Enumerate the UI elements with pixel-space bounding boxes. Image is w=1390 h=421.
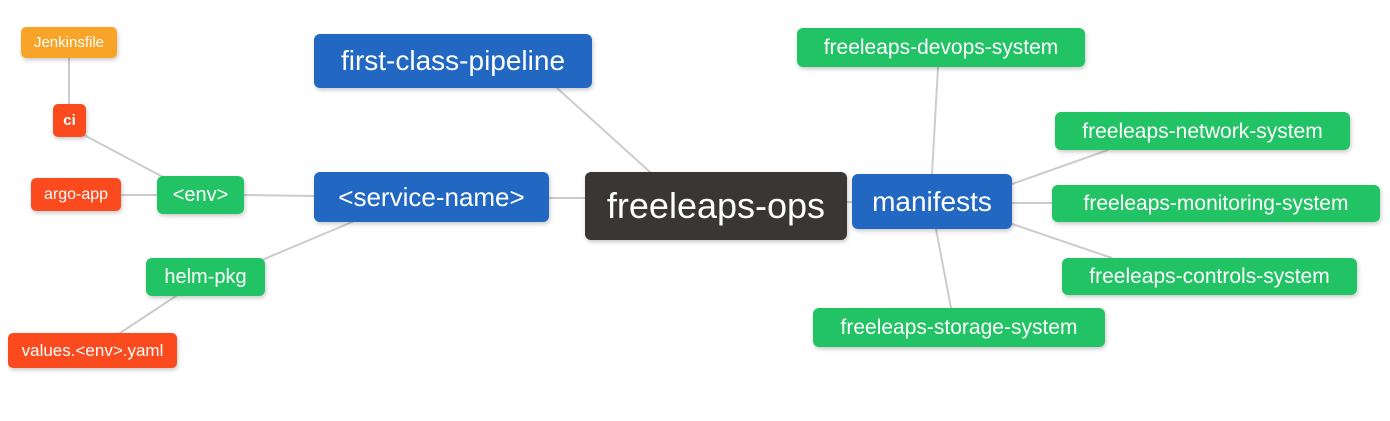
node-freeleaps-storage-system[interactable]: freeleaps-storage-system	[813, 308, 1105, 347]
node-freeleaps-controls-system[interactable]: freeleaps-controls-system	[1062, 258, 1357, 295]
node-ci[interactable]: ci	[53, 104, 86, 137]
node-env[interactable]: <env>	[157, 176, 244, 214]
node-freeleaps-ops[interactable]: freeleaps-ops	[585, 172, 847, 240]
edge-manifests-network	[1011, 149, 1109, 185]
node-service-name[interactable]: <service-name>	[314, 172, 549, 222]
edge-helm-pkg-service-name	[261, 221, 353, 261]
edge-env-service-name	[243, 194, 315, 197]
node-argo-app[interactable]: argo-app	[31, 178, 121, 211]
node-helm-pkg[interactable]: helm-pkg	[146, 258, 265, 296]
edge-manifests-controls	[1011, 223, 1113, 259]
node-manifests[interactable]: manifests	[852, 174, 1012, 229]
node-freeleaps-network-system[interactable]: freeleaps-network-system	[1055, 112, 1350, 150]
node-freeleaps-monitoring-system[interactable]: freeleaps-monitoring-system	[1052, 185, 1380, 222]
edge-ci-env	[83, 134, 164, 178]
node-freeleaps-devops-system[interactable]: freeleaps-devops-system	[797, 28, 1085, 67]
edge-manifests-storage	[935, 228, 952, 309]
edge-manifests-devops	[931, 66, 939, 175]
node-jenkinsfile[interactable]: Jenkinsfile	[21, 27, 117, 58]
edge-pipeline-ops	[556, 87, 651, 173]
node-first-class-pipeline[interactable]: first-class-pipeline	[314, 34, 592, 88]
edge-values-helm-pkg	[119, 295, 177, 334]
node-values-env-yaml[interactable]: values.<env>.yaml	[8, 333, 177, 368]
